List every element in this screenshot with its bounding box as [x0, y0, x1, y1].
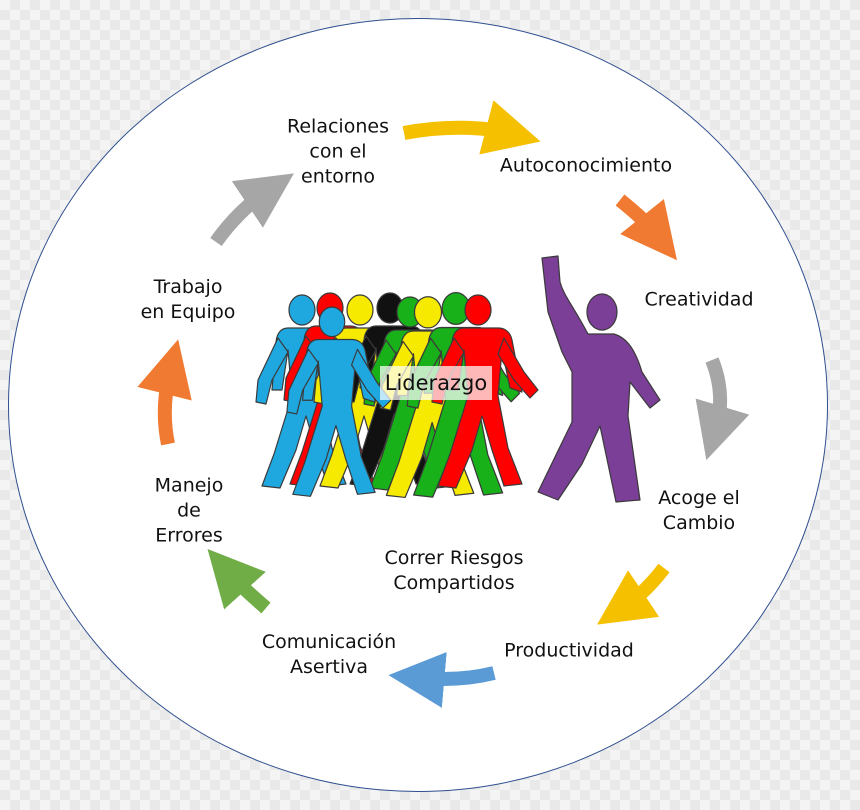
arrow-relaciones-to-autoconocimiento: [402, 100, 541, 155]
arrow-autoconocimiento-to-creatividad: [615, 194, 677, 261]
center-title-liderazgo: Liderazgo: [380, 366, 492, 400]
walking-person-silhouette: [286, 306, 392, 497]
arrow-creatividad-to-acoge: [695, 357, 750, 461]
node-comunicacion: Comunicación Asertiva: [261, 631, 397, 678]
purple-leader-silhouette: [537, 255, 661, 503]
arrow-manejo-to-trabajo: [137, 339, 192, 446]
arrow-comunicacion-to-manejo: [207, 549, 271, 614]
node-autoconocimiento: Autoconocimiento: [499, 154, 673, 177]
node-trabajo: Trabajo en Equipo: [140, 276, 236, 323]
node-productividad: Productividad: [504, 639, 634, 662]
node-creatividad: Creatividad: [644, 288, 754, 311]
arrow-acoge-to-productividad: [597, 563, 670, 625]
node-manejo: Manejo de Errores: [154, 474, 224, 547]
node-acoge: Acoge el Cambio: [658, 487, 740, 534]
leadership-figures-image: Liderazgo: [242, 252, 666, 508]
node-correr: Correr Riesgos Compartidos: [384, 547, 524, 594]
arrow-trabajo-to-relaciones: [210, 173, 294, 247]
node-relaciones: Relaciones con el entorno: [287, 115, 389, 188]
arrow-productividad-to-comunicacion: [388, 652, 496, 708]
